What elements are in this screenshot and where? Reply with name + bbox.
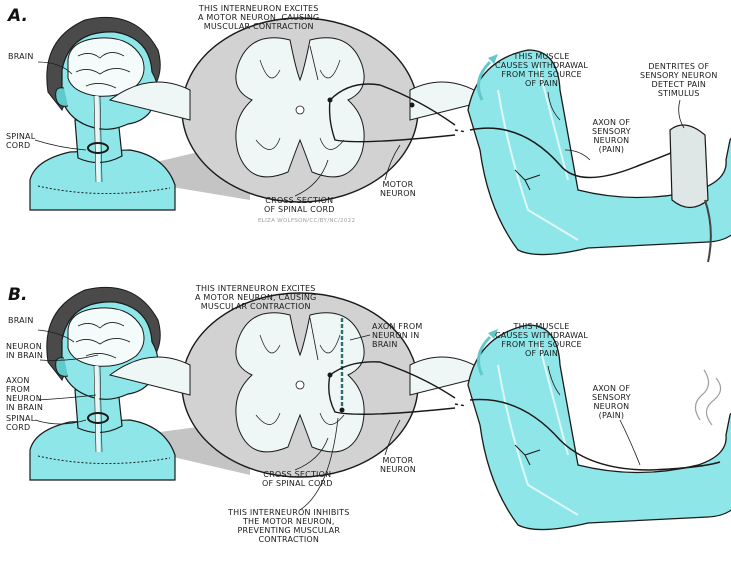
muscle-label-a: THIS MUSCLE CAUSES WITHDRAWAL FROM THE S… [495,52,588,88]
spinal-cord-label-b: SPINAL CORD [6,414,35,432]
motor-neuron-label-b: MOTOR NEURON [380,456,416,474]
axon-sensory-label-a: AXON OF SENSORY NEURON (PAIN) [592,118,631,154]
muscle-label-b: THIS MUSCLE CAUSES WITHDRAWAL FROM THE S… [495,322,588,358]
panel-b-letter: B. [8,285,27,305]
interneuron-inhibit-label-b: THIS INTERNEURON INHIBITS THE MOTOR NEUR… [228,508,350,544]
cross-section-label-b: CROSS SECTION OF SPINAL CORD [262,470,333,488]
brain-label-b: BRAIN [8,316,34,325]
interneuron-excite-label-b: THIS INTERNEURON EXCITES A MOTOR NEURON,… [195,284,316,311]
motor-neuron-label-a: MOTOR NEURON [380,180,416,198]
interneuron-excite-label-a: THIS INTERNEURON EXCITES A MOTOR NEURON,… [198,4,319,31]
panel-a-letter: A. [8,6,28,26]
axon-sensory-label-b: AXON OF SENSORY NEURON (PAIN) [592,384,631,420]
neuron-in-brain-label-b: NEURON IN BRAIN [6,342,43,360]
cross-section-label-a: CROSS SECTION OF SPINAL CORD [264,196,335,214]
axon-from-neuron-label-b: AXON FROM NEURON IN BRAIN [6,376,43,412]
iron-icon [670,125,708,207]
dendrites-label-a: DENTRITES OF SENSORY NEURON DETECT PAIN … [640,62,718,98]
brain-label-a: BRAIN [8,52,34,61]
head-illustration-a [30,17,175,210]
spinal-cord-label-a: SPINAL CORD [6,132,35,150]
steam-icon [695,370,720,425]
axon-from-brain-label-b: AXON FROM NEURON IN BRAIN [372,322,422,349]
credit-line: ELIZA WOLFSON/CC/BY/NC/2022 [258,218,355,224]
